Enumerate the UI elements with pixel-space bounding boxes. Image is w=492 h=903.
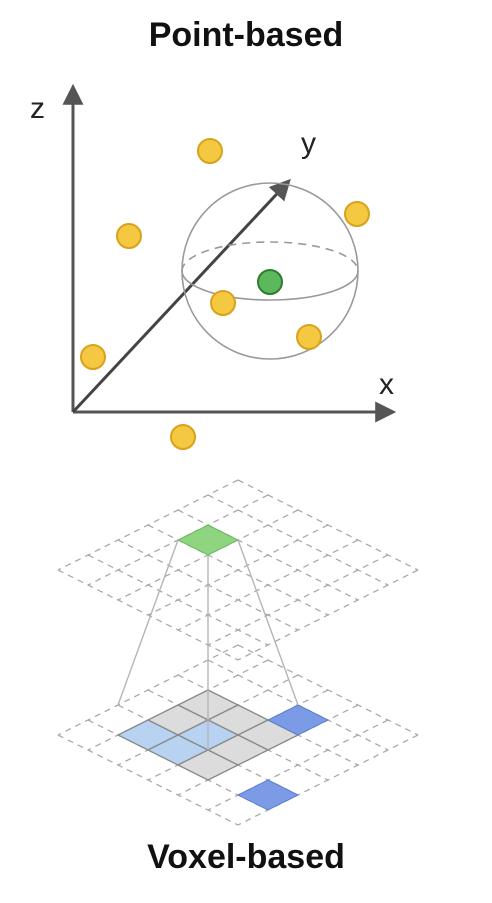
point (344, 201, 370, 227)
point (80, 344, 106, 370)
voxel-based-title: Voxel-based (147, 838, 345, 876)
y-axis (71, 178, 291, 414)
grid-line (237, 569, 419, 661)
point (210, 290, 236, 316)
y-axis-label: y (301, 127, 316, 160)
x-axis-label: x (379, 368, 394, 401)
point (116, 223, 142, 249)
center-point (257, 269, 283, 295)
output-voxel (176, 524, 240, 556)
grid-line (87, 554, 269, 646)
point (296, 324, 322, 350)
kernel-cell (176, 749, 240, 781)
neighborhood-sphere (181, 182, 359, 360)
point-based-title: Point-based (148, 16, 344, 54)
active-voxel (266, 704, 330, 736)
output-voxel-grid (57, 479, 419, 661)
point-cloud (80, 138, 370, 450)
point (197, 138, 223, 164)
z-axis-label: z (30, 92, 45, 125)
point-based-diagram: z y x (30, 83, 397, 450)
active-voxel (236, 779, 300, 811)
grid-line (147, 524, 329, 616)
grid-line (57, 734, 239, 826)
grid-line (57, 569, 239, 661)
receptive-field-lines (117, 539, 299, 750)
point (170, 424, 196, 450)
grid-line (207, 554, 389, 646)
voxel-based-diagram (57, 479, 419, 826)
